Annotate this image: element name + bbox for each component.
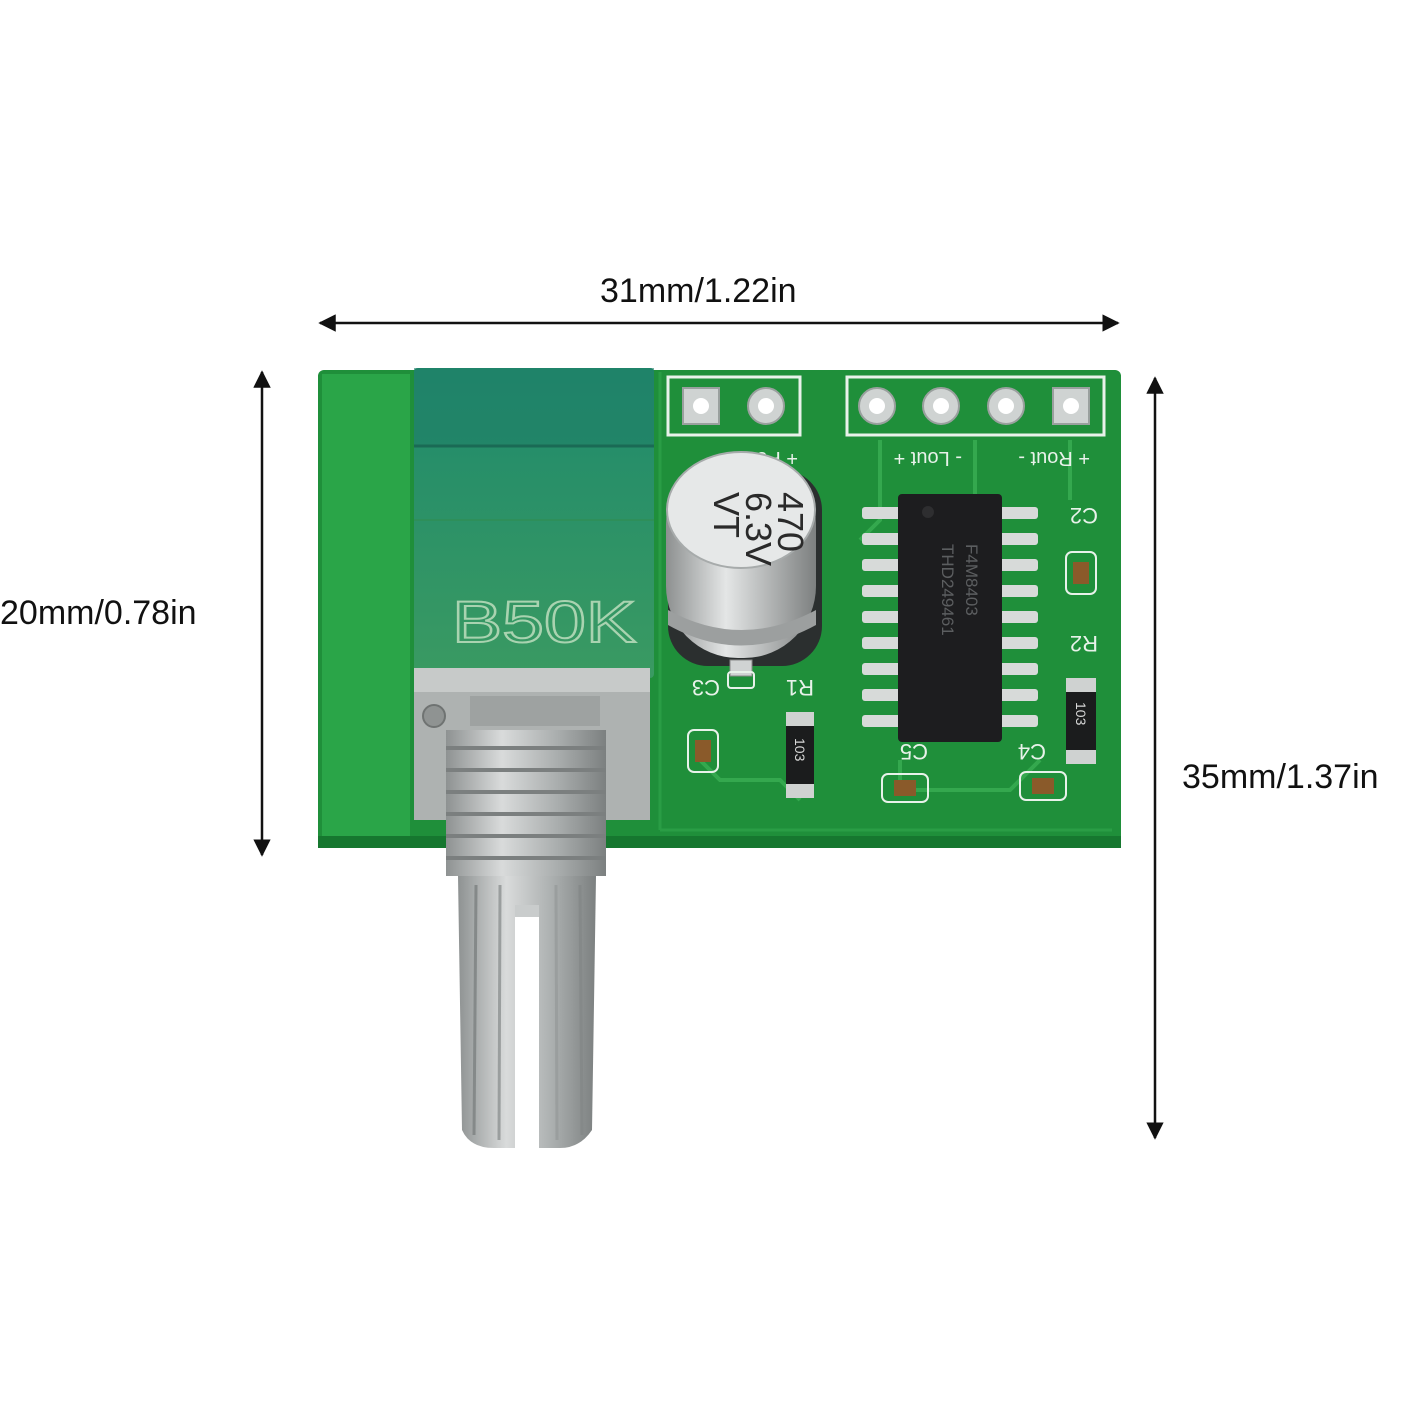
label-c5: C5 [900,739,928,764]
chip-marking-2: THD249461 [938,544,957,636]
capacitor-value: 470 [770,492,811,552]
output-header [845,375,1106,437]
resistor-r1 [786,712,814,798]
label-r2: R2 [1070,631,1098,656]
height-right-dimension-label: 35mm/1.37in [1182,758,1379,796]
smd-capacitor-c1 [687,729,719,773]
width-dimension-label: 31mm/1.22in [600,272,797,310]
pot-knurled-shaft [458,876,596,1149]
resistor-r2 [1066,678,1096,764]
smd-capacitor-c2 [1065,551,1097,595]
lout-label: - Lout + [894,447,962,469]
electrolytic-capacitor [666,451,822,677]
capacitor-voltage: 6.3V [738,492,779,566]
smd-capacitor-c4 [1019,771,1067,801]
capacitor-series: VT [706,492,747,538]
label-c3: C3 [692,675,720,700]
smd-capacitor-c5 [881,773,929,803]
smd-capacitor-c3 [727,671,755,689]
resistor-r2-code: 103 [1073,702,1089,726]
label-c4: C4 [1018,739,1046,764]
label-r1: R1 [786,675,814,700]
ic-chip [862,494,1038,742]
pot-marking: B50K [452,590,636,655]
height-left-dimension-label: 20mm/0.78in [0,594,197,632]
label-c2: C2 [1070,503,1098,528]
power-header [666,375,802,437]
chip-marking-1: F4M8403 [962,544,981,616]
resistor-r1-code: 103 [792,738,808,762]
pot-threaded-bushing [446,730,606,876]
rout-label: + Rout - [1018,447,1090,469]
